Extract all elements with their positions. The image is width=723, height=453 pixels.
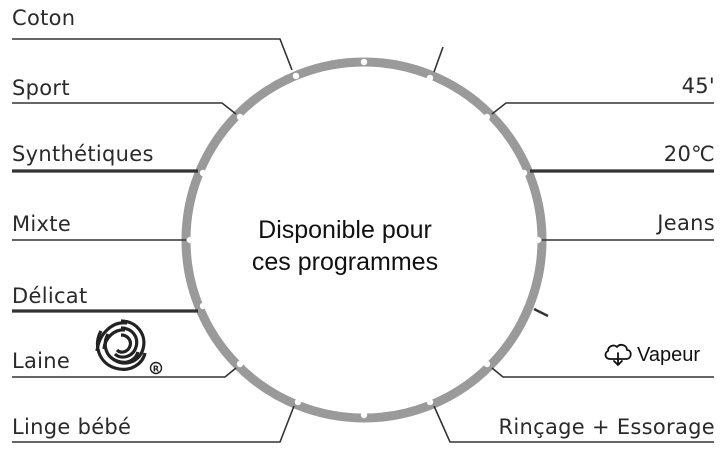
dial-dot: [520, 169, 528, 177]
leader-line-top-right: [433, 46, 444, 73]
dial-dot: [426, 398, 434, 406]
leader-line-rincage: [433, 405, 714, 443]
dial-dot: [186, 236, 194, 244]
dial-dot: [426, 74, 434, 82]
registered-icon: R: [149, 361, 163, 375]
label-laine: Laine: [12, 349, 71, 373]
label-coton: Coton: [12, 6, 76, 30]
dial-dot: [236, 113, 244, 121]
dial-dot: [483, 360, 491, 368]
center-text-line-1: Disponible pour: [258, 216, 432, 244]
label-linge-bebe: Linge bébé: [12, 415, 132, 439]
leader-line-45: [491, 102, 714, 115]
dial-dot: [199, 302, 207, 310]
center-text-line-2: ces programmes: [251, 248, 439, 276]
label-synthetiques: Synthétiques: [12, 142, 154, 166]
dial-dot: [360, 411, 368, 419]
label-sport: Sport: [12, 76, 70, 100]
leader-line-laine: [12, 367, 237, 378]
label-mixte: Mixte: [12, 212, 72, 236]
dial-dot: [199, 169, 207, 177]
dial-dot: [360, 58, 368, 66]
steam-cloud-icon: [604, 343, 632, 366]
dial-dot: [294, 398, 302, 406]
right-leader-lines: [433, 46, 714, 443]
dial-dots: [186, 58, 542, 419]
dial-dot: [292, 72, 300, 80]
dial-dot: [483, 113, 491, 121]
label-delicat: Délicat: [12, 284, 88, 308]
leader-line-linge-bebe: [12, 405, 295, 443]
leader-line-coton: [12, 38, 293, 71]
label-20c: 20℃: [663, 142, 715, 166]
label-vapeur: Vapeur: [637, 343, 701, 366]
left-leader-lines: [12, 38, 295, 443]
dial-dot: [534, 236, 542, 244]
svg-text:R: R: [153, 365, 159, 374]
label-rincage-essorage: Rinçage + Essorage: [498, 415, 715, 439]
dial-center-text: Disponible pour ces programmes: [200, 214, 490, 278]
leader-line-vapeur: [491, 367, 714, 378]
vapeur-label-group: Vapeur: [603, 342, 700, 368]
dial-dot: [236, 360, 244, 368]
label-jeans: Jeans: [657, 211, 715, 235]
leader-line-mark: [533, 307, 549, 318]
leader-line-sport: [12, 102, 237, 115]
woolmark-icon: [95, 319, 147, 371]
label-45: 45': [681, 74, 715, 98]
